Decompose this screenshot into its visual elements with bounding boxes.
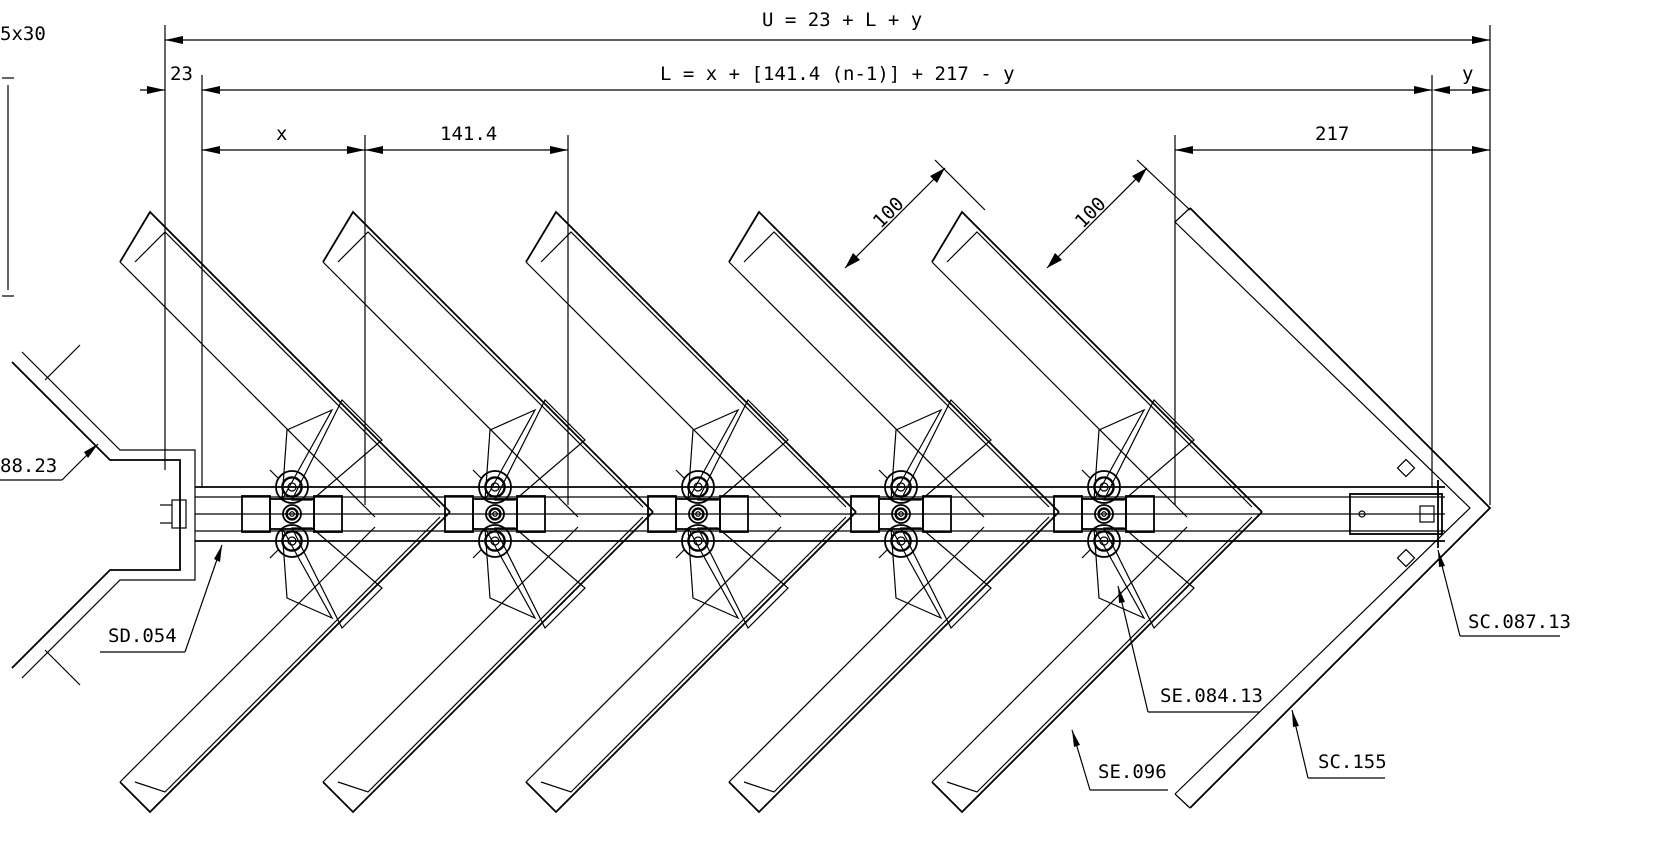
left-vertical-dimension <box>2 77 14 297</box>
annotation-sc155: SC.155 <box>1291 709 1387 779</box>
first-pitch-label: x <box>276 123 287 145</box>
offset-right-label: y <box>1462 63 1473 85</box>
blade-width-label-2: 100 <box>1071 193 1111 233</box>
dimension-blade-width-2: 100 <box>1046 159 1191 269</box>
carrier <box>850 398 992 630</box>
end-blade-sc155 <box>1174 207 1492 809</box>
annotation-sd054: SD.054 <box>100 544 223 653</box>
left-cut-label: 5x30 <box>0 23 46 45</box>
pitch-label: 141.4 <box>440 123 497 145</box>
blade <box>322 210 654 814</box>
dimension-length: 23 L = x + [141.4 (n-1)] + 217 - y y <box>140 63 1490 488</box>
blades-group <box>119 210 1263 814</box>
annotation-sc08713: SC.087.13 <box>1437 549 1571 637</box>
offset-left-label: 23 <box>170 63 193 85</box>
annotation-se08413: SE.084.13 <box>1117 585 1263 713</box>
rail <box>195 480 1445 548</box>
blade <box>728 210 1060 814</box>
carriers-group <box>241 398 1195 630</box>
length-dimension-label: L = x + [141.4 (n-1)] + 217 - y <box>660 63 1015 85</box>
annotation-left-cut: 5x30 <box>0 23 46 45</box>
se096-label: SE.096 <box>1098 761 1167 783</box>
blade <box>931 210 1263 814</box>
blade <box>119 210 451 814</box>
sc155-label: SC.155 <box>1318 751 1387 773</box>
dimension-end: 217 <box>1174 123 1490 505</box>
dimension-pitch: x 141.4 <box>202 123 569 505</box>
total-dimension-label: U = 23 + L + y <box>762 9 922 31</box>
blade <box>525 210 857 814</box>
annotation-88-23: 88.23 <box>0 443 99 481</box>
blade-width-label-1: 100 <box>869 193 909 233</box>
annotation-se096: SE.096 <box>1071 729 1168 791</box>
left-part-label: 88.23 <box>0 455 57 477</box>
carrier <box>241 398 383 630</box>
se08413-label: SE.084.13 <box>1160 685 1263 707</box>
carrier <box>647 398 789 630</box>
end-length-label: 217 <box>1315 123 1349 145</box>
dimension-total: U = 23 + L + y <box>164 9 1491 505</box>
carrier <box>444 398 586 630</box>
carrier <box>1053 398 1195 630</box>
sc08713-label: SC.087.13 <box>1468 611 1571 633</box>
sd054-label: SD.054 <box>108 625 177 647</box>
left-wall-bracket <box>11 344 196 686</box>
